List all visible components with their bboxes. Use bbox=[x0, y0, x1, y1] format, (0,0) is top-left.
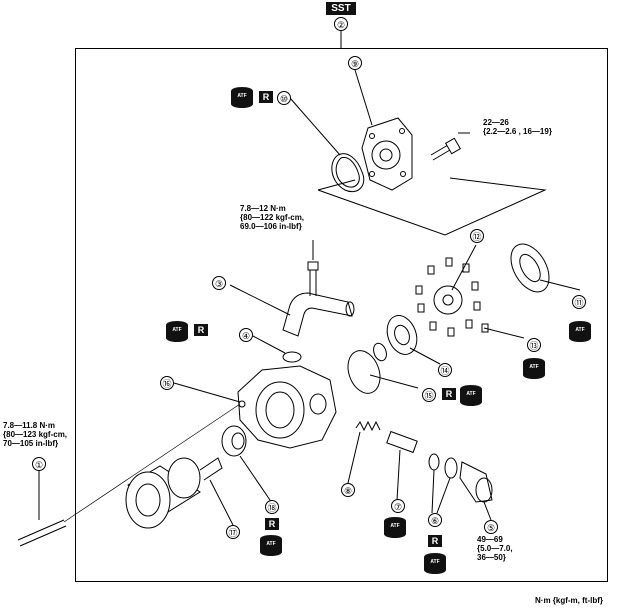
replace-icon: R bbox=[428, 535, 442, 547]
atf-icon: ATF bbox=[523, 355, 545, 381]
atf-icon: ATF bbox=[166, 318, 188, 344]
torque-7-8-11-8: 7.8—11.8 N·m {80—123 kgf-cm, 70—105 in-l… bbox=[3, 421, 68, 448]
callout-5: ⑤ bbox=[484, 520, 498, 534]
callout-3: ③ bbox=[212, 276, 226, 290]
replace-icon: R bbox=[442, 388, 456, 400]
atf-icon: ATF bbox=[569, 318, 591, 344]
replace-icon: R bbox=[194, 324, 208, 336]
callout-4: ④ bbox=[239, 328, 253, 342]
callout-15: ⑮ bbox=[422, 388, 436, 402]
callout-10: ⑩ bbox=[277, 91, 291, 105]
callout-2: ② bbox=[334, 17, 348, 31]
callout-14: ⑭ bbox=[438, 363, 452, 377]
torque-22-26: 22—26 {2.2—2.6 , 16—19} bbox=[483, 118, 552, 136]
atf-icon: ATF bbox=[460, 382, 482, 408]
callout-6: ⑥ bbox=[428, 513, 442, 527]
callout-12: ⑫ bbox=[470, 229, 484, 243]
atf-icon: ATF bbox=[384, 514, 406, 540]
callout-11: ⑪ bbox=[572, 295, 586, 309]
callout-9: ⑨ bbox=[348, 56, 362, 70]
atf-icon: ATF bbox=[231, 84, 253, 110]
callout-8: ⑧ bbox=[341, 483, 355, 497]
torque-49-69: 49—69 {5.0—7.0, 36—50} bbox=[477, 535, 513, 562]
sst-label: SST bbox=[326, 2, 356, 15]
replace-icon: R bbox=[265, 518, 279, 530]
diagram-frame bbox=[75, 48, 608, 582]
replace-icon: R bbox=[259, 91, 273, 103]
callout-1: ① bbox=[32, 457, 46, 471]
torque-7-8-12: 7.8—12 N·m {80—122 kgf-cm, 69.0—106 in-l… bbox=[240, 204, 305, 231]
units-label: N·m {kgf-m, ft-lbf} bbox=[535, 596, 603, 605]
callout-16: ⑯ bbox=[160, 376, 174, 390]
atf-icon: ATF bbox=[260, 532, 282, 558]
callout-7: ⑦ bbox=[391, 499, 405, 513]
callout-17: ⑰ bbox=[226, 525, 240, 539]
callout-18: ⑱ bbox=[265, 500, 279, 514]
callout-13: ⑬ bbox=[527, 338, 541, 352]
atf-icon: ATF bbox=[424, 550, 446, 576]
